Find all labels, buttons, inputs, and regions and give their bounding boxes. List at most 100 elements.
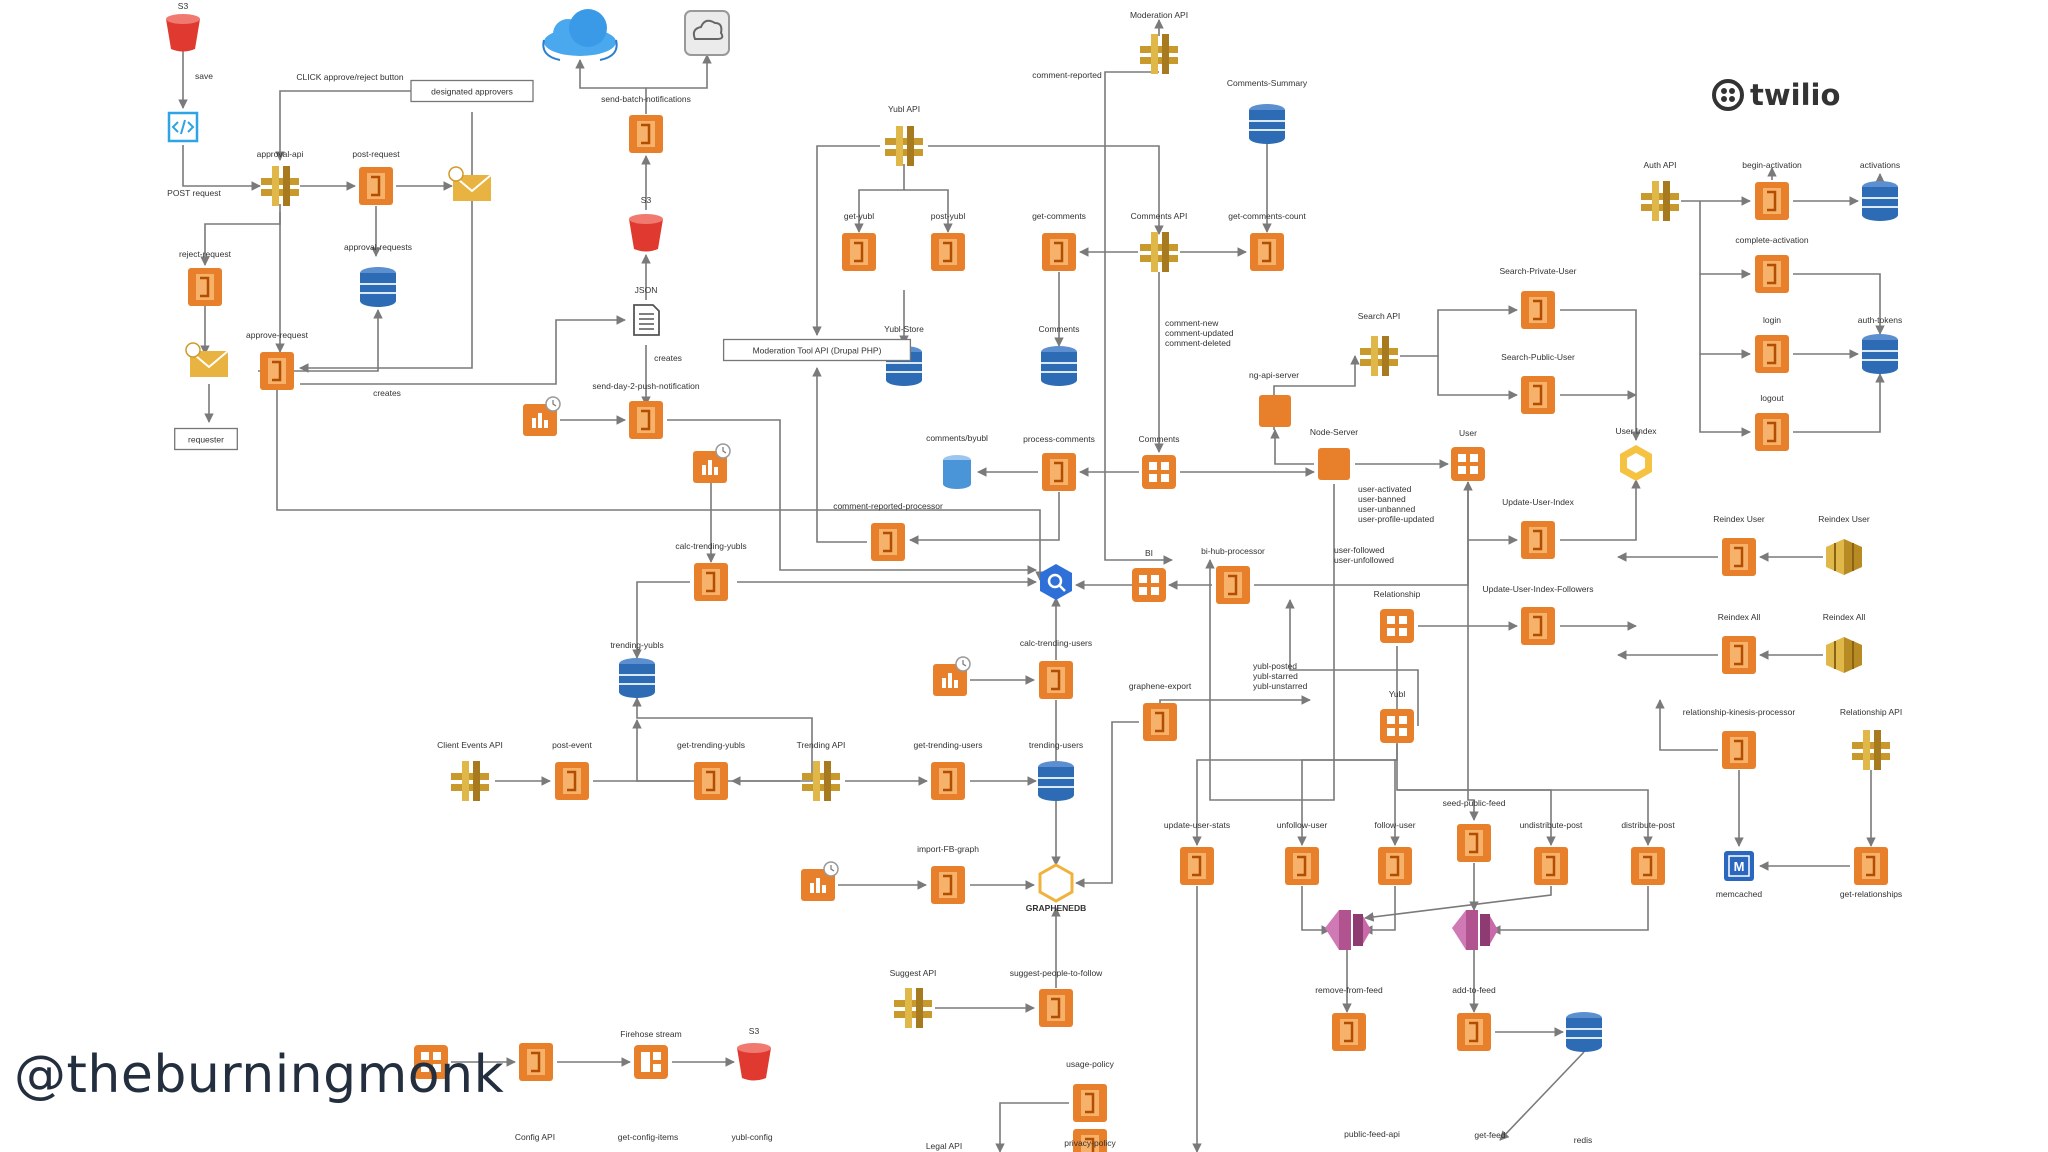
ng-api-server-node: ng-api-server bbox=[1249, 370, 1299, 380]
lambda-icon bbox=[260, 352, 294, 390]
update-user-stats-label: update-user-stats bbox=[1164, 820, 1230, 830]
reindex-user-r-node: Reindex User bbox=[1818, 514, 1870, 575]
moderation-tool-node: Moderation Tool API (Drupal PHP) bbox=[722, 338, 912, 362]
lambda-icon bbox=[931, 866, 965, 904]
user-stream-label: User bbox=[1459, 428, 1477, 438]
lambda-icon bbox=[629, 401, 663, 439]
get-feed-node: get-feed bbox=[1474, 1130, 1505, 1140]
lambda-icon bbox=[1521, 291, 1555, 329]
lambda-icon bbox=[555, 762, 589, 800]
sf-icon bbox=[1826, 539, 1862, 575]
auth-tokens-label: auth-tokens bbox=[1858, 315, 1902, 325]
comments-stream-node: Comments bbox=[1138, 434, 1180, 489]
user-index-node: User Index bbox=[1615, 426, 1657, 481]
lambda-icon bbox=[931, 233, 965, 271]
connector-77 bbox=[1285, 599, 1419, 726]
s3-bottom-node: S3 bbox=[737, 1026, 771, 1081]
kinesis-icon bbox=[1452, 910, 1498, 950]
kinesis-icon bbox=[1325, 910, 1371, 950]
post-request-label-label: POST request bbox=[167, 188, 221, 198]
activations-node: activations bbox=[1860, 160, 1900, 221]
comment-reported-processor-node: comment-reported-processor bbox=[833, 501, 943, 561]
connector-lines bbox=[178, 19, 1885, 1152]
moderation-api-label: Moderation API bbox=[1130, 10, 1188, 20]
dynamo-icon bbox=[1041, 346, 1077, 386]
process-comments-label: process-comments bbox=[1023, 434, 1095, 444]
reindex-all-r-label: Reindex All bbox=[1823, 612, 1866, 622]
legal-api-node: Legal API bbox=[926, 1141, 962, 1151]
update-user-index-node: Update-User-Index bbox=[1502, 497, 1575, 559]
cw-3-node bbox=[933, 656, 971, 696]
lambda-icon bbox=[871, 523, 905, 561]
connector-76 bbox=[1397, 789, 1556, 846]
relationship-api-node: Relationship API bbox=[1840, 707, 1902, 770]
connector-45 bbox=[812, 367, 867, 543]
usage-policy-label: usage-policy bbox=[1066, 1059, 1114, 1069]
comments-db-node: Comments bbox=[1038, 324, 1080, 386]
connector-30 bbox=[1104, 71, 1173, 565]
connector-98 bbox=[1364, 886, 1552, 922]
kinesis-2-node bbox=[1452, 910, 1498, 950]
connector-44 bbox=[909, 492, 1060, 545]
lambda-icon bbox=[359, 167, 393, 205]
cloudwatch-icon bbox=[523, 396, 561, 436]
search-private-user-node: Search-Private-User bbox=[1500, 266, 1577, 329]
connector-108 bbox=[995, 1102, 1069, 1152]
reindex-all-l-node: Reindex All bbox=[1718, 612, 1760, 674]
login-node: login bbox=[1755, 315, 1789, 373]
config-api-label: Config API bbox=[515, 1132, 555, 1142]
import-fb-graph-node: import-FB-graph bbox=[917, 844, 979, 904]
doc-icon bbox=[633, 304, 660, 336]
lambda-icon bbox=[1755, 335, 1789, 373]
reject-request-label: reject-request bbox=[179, 249, 232, 259]
complete-activation-node: complete-activation bbox=[1735, 235, 1809, 293]
get-yubl-node: get-yubl bbox=[842, 211, 876, 271]
connector-95 bbox=[1655, 699, 1718, 751]
send-day2-label: send-day-2-push-notification bbox=[592, 381, 700, 391]
dynamo-icon bbox=[1862, 181, 1898, 221]
comments-by-yubl-label: comments/byubl bbox=[926, 433, 988, 443]
lambda-icon bbox=[1755, 255, 1789, 293]
add-to-feed-node: add-to-feed bbox=[1452, 985, 1496, 1051]
comment-reported-processor-label: comment-reported-processor bbox=[833, 501, 943, 511]
connector-34 bbox=[904, 189, 953, 233]
calc-trending-users-node: calc-trending-users bbox=[1020, 638, 1092, 699]
connector-84 bbox=[1699, 354, 1751, 437]
designated-node: designated approvers bbox=[410, 79, 534, 103]
apigw-icon bbox=[802, 761, 840, 801]
cloudwatch-icon bbox=[693, 443, 731, 483]
reindex-user-l-label: Reindex User bbox=[1713, 514, 1765, 524]
connector-65 bbox=[1270, 429, 1314, 465]
get-yubl-label: get-yubl bbox=[844, 211, 874, 221]
cloud-gray-icon bbox=[684, 10, 730, 56]
reindex-all-r-node: Reindex All bbox=[1823, 612, 1866, 673]
connector-85 bbox=[1793, 373, 1885, 433]
s3-icon bbox=[737, 1043, 771, 1081]
moderation-api-node: Moderation API bbox=[1130, 10, 1188, 74]
connector-1 bbox=[182, 145, 261, 191]
cloudsearch-node bbox=[1040, 564, 1072, 600]
bi-hub-processor-node: bi-hub-processor bbox=[1201, 546, 1265, 604]
moderation-tool-label: Moderation Tool API (Drupal PHP) bbox=[753, 346, 882, 356]
connector-16 bbox=[575, 59, 647, 114]
post-yubl-label: post-yubl bbox=[931, 211, 966, 221]
lambda-icon bbox=[519, 1043, 553, 1081]
calc-trending-yubls-node: calc-trending-yubls bbox=[675, 541, 747, 601]
connector-72 bbox=[1297, 646, 1398, 846]
usage-policy-node: usage-policy bbox=[1066, 1059, 1115, 1122]
distribute-post-label: distribute-post bbox=[1621, 820, 1675, 830]
approve-request-node: approve-request bbox=[246, 330, 309, 390]
kinesis-square-icon bbox=[1451, 447, 1485, 481]
seed-public-feed-label: seed-public-feed bbox=[1443, 798, 1506, 808]
feed-db-node bbox=[1566, 1012, 1602, 1052]
kinesis-square-icon bbox=[1380, 709, 1414, 743]
calc-trending-users-label: calc-trending-users bbox=[1020, 638, 1092, 648]
lambda-icon bbox=[1378, 847, 1412, 885]
post-event-node: post-event bbox=[552, 740, 592, 800]
json-node: JSON bbox=[633, 285, 660, 336]
lambda-icon bbox=[1332, 1013, 1366, 1051]
requester-label: requester bbox=[188, 435, 224, 445]
